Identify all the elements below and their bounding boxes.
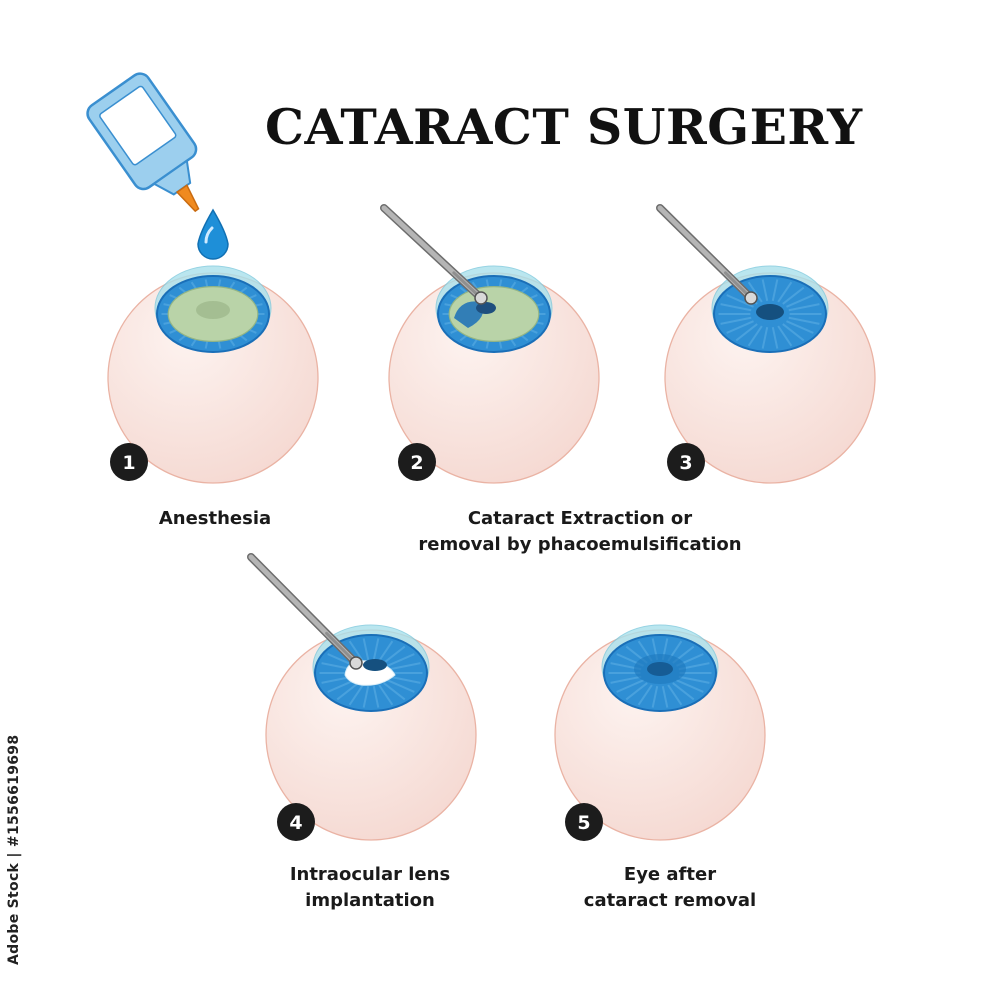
iris-stripe: [625, 682, 648, 701]
pupil: [756, 304, 784, 320]
iris-stripe: [389, 675, 421, 684]
step-5-caption: Eye after cataract removal: [560, 862, 780, 914]
iris-stripe: [747, 325, 763, 347]
stock-watermark: Adobe Stock | #1556619698: [6, 734, 22, 965]
iris-stripe: [678, 675, 710, 684]
eye-step-1: [107, 265, 319, 484]
iris-stripe: [348, 684, 364, 706]
iris-stripe: [372, 638, 380, 661]
step-number-badge-icon: [277, 803, 315, 841]
iris-stripe: [771, 279, 779, 302]
lens-nucleus: [196, 301, 230, 319]
iris-stripe: [788, 303, 820, 312]
iris-stripe: [672, 682, 695, 701]
iris-stripe: [786, 294, 814, 308]
iris-stripe: [761, 326, 769, 349]
page-title: CATARACT SURGERY: [265, 98, 863, 156]
step-4-caption-line-2: implantation: [305, 890, 435, 911]
iris-stripe: [387, 653, 415, 667]
iris-stripe: [378, 684, 394, 706]
iris-stripe: [777, 281, 793, 303]
step-5-caption-line-1: Eye after: [623, 864, 717, 885]
iris-stripe: [786, 320, 814, 334]
step-4-caption-line-1: Intraocular lens: [289, 864, 451, 885]
step-5-caption-line-2: cataract removal: [583, 890, 757, 911]
probe-tip: [325, 631, 358, 665]
iris-stripe: [782, 286, 805, 305]
step-number-badge-icon: [398, 443, 436, 481]
step-2-caption-line-1: Cataract Extraction or: [467, 508, 693, 529]
eye-step-5: [554, 624, 766, 841]
step-4-number: 4: [289, 812, 302, 834]
iris-stripe: [362, 638, 370, 661]
iris-stripe: [383, 645, 406, 664]
step-3-badge: 3: [667, 443, 705, 481]
probe-head: [349, 656, 363, 670]
iris-stripe: [661, 685, 669, 708]
step-4-badge: 4: [277, 803, 315, 841]
bottle-neck: [152, 159, 192, 196]
water-drop-icon: [197, 208, 229, 260]
surgical-probe-icon: [656, 204, 758, 305]
cloudy-lens: [448, 286, 540, 342]
pupil: [647, 662, 673, 676]
iris-stripe: [610, 675, 642, 684]
iris-stripe: [777, 325, 793, 347]
iris-stripe: [788, 316, 820, 325]
iris-stripe: [771, 326, 779, 349]
probe-head: [474, 291, 488, 305]
iris-stripe: [616, 679, 644, 693]
bottle-label: [99, 85, 177, 166]
step-number-badge-icon: [110, 443, 148, 481]
iris-stripe: [720, 303, 752, 312]
iris-stripe: [747, 281, 763, 303]
iris-stripe: [348, 640, 364, 662]
iris-stripe: [372, 685, 380, 708]
bottle-nozzle: [175, 184, 200, 213]
surgical-probe-icon: [380, 204, 488, 305]
iris-stripe: [735, 323, 758, 342]
iris-stripe: [667, 684, 683, 706]
drop-highlight: [204, 226, 214, 244]
iris-stripe: [383, 682, 406, 701]
step-number-badge-icon: [667, 443, 705, 481]
iris-stripe: [782, 323, 805, 342]
pupil: [363, 659, 387, 671]
step-1-caption: Anesthesia: [110, 506, 320, 532]
iris-stripe: [637, 684, 653, 706]
iris-stripe: [362, 685, 370, 708]
iris-stripe: [327, 679, 355, 693]
iris-stripe: [720, 316, 752, 325]
step-1-number: 1: [122, 452, 135, 474]
step-1-badge: 1: [110, 443, 148, 481]
step-3-number: 3: [679, 452, 692, 474]
step-1-caption-line-1: Anesthesia: [158, 508, 272, 529]
iris-stripe: [676, 679, 704, 693]
step-5-badge: 5: [565, 803, 603, 841]
surgical-probe-icon: [247, 553, 363, 670]
iris-stripe: [387, 679, 415, 693]
step-5-number: 5: [577, 812, 590, 834]
iris-stripe: [761, 279, 769, 302]
eye-step-2: [388, 265, 600, 484]
step-2-caption-line-2: removal by phacoemulsification: [418, 534, 742, 555]
iris-stripe: [726, 320, 754, 334]
pupil: [476, 302, 496, 314]
step-number-badge-icon: [565, 803, 603, 841]
eye-drop-bottle-icon: [86, 72, 200, 213]
iris-stripe: [336, 682, 359, 701]
step-2-caption: Cataract Extraction or removal by phacoe…: [380, 506, 780, 558]
probe-head: [744, 291, 758, 305]
iris-stripe: [378, 640, 394, 662]
iris-stripe: [651, 685, 659, 708]
iris-stripe: [389, 662, 421, 671]
iris-stripe: [726, 294, 754, 308]
step-4-caption: Intraocular lens implantation: [260, 862, 480, 914]
step-2-number: 2: [410, 452, 423, 474]
step-2-badge: 2: [398, 443, 436, 481]
